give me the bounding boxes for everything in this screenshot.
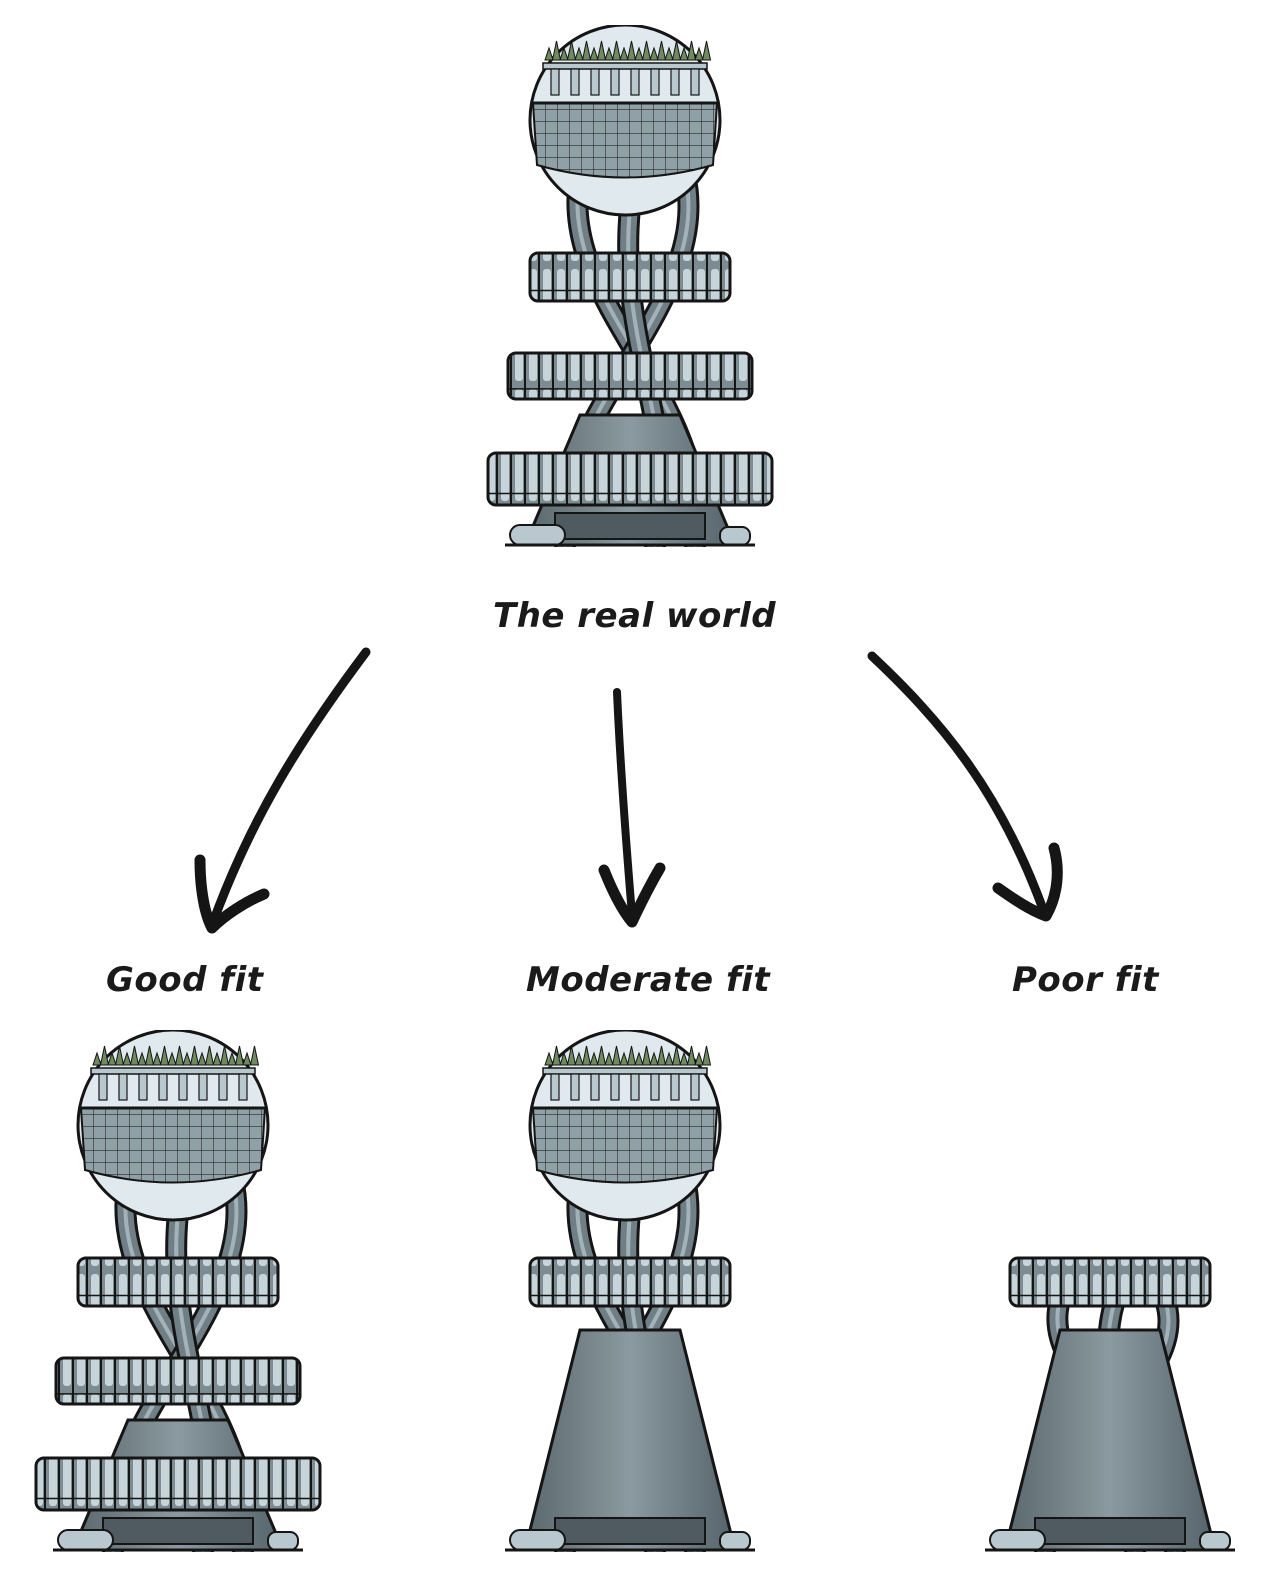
arrow-to-good-fit <box>194 647 371 934</box>
arrow-to-poor-fit <box>867 651 1063 922</box>
arrow-to-moderate-fit <box>598 688 666 928</box>
source-label: The real world <box>493 596 777 636</box>
gear-top <box>528 251 732 303</box>
dome <box>528 1030 722 1222</box>
fit-label-good: Good fit <box>106 960 264 1000</box>
poor-fit-tower-illustration <box>985 1256 1235 1552</box>
gear-top <box>76 1256 280 1308</box>
real-world-tower-illustration <box>486 25 774 547</box>
gear-bottom <box>34 1456 322 1512</box>
moderate-fit-tower-illustration <box>505 1030 755 1552</box>
fit-label-poor: Poor fit <box>1012 960 1159 1000</box>
base <box>505 1328 755 1552</box>
gear-middle <box>506 351 754 401</box>
dome <box>76 1030 270 1222</box>
fit-label-moderate: Moderate fit <box>526 960 771 1000</box>
gear-middle <box>54 1356 302 1406</box>
good-fit-tower-illustration <box>34 1030 322 1552</box>
gear-top <box>1008 1256 1212 1308</box>
gear-bottom <box>486 451 774 507</box>
gear-top <box>528 1256 732 1308</box>
base <box>985 1328 1235 1552</box>
dome <box>528 25 722 217</box>
